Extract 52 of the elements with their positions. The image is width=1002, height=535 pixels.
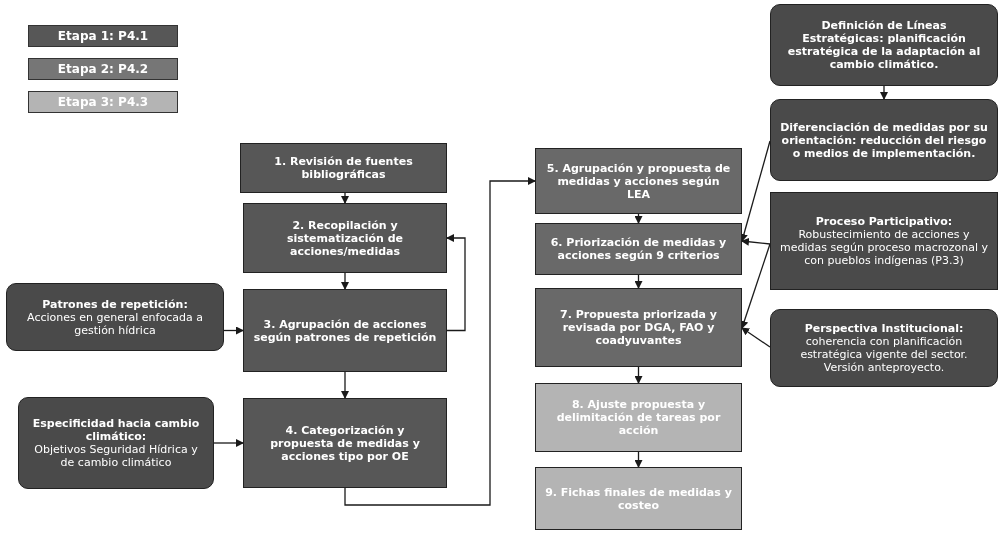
arrow <box>341 192 349 204</box>
box-text: 3. Agrupación de acciones según patrones de repetición <box>252 317 438 344</box>
process-box <box>243 289 447 372</box>
box-text: 9. Fichas finales de medidas y costeo <box>544 485 733 512</box>
legend-swatch: Etapa 3: P4.3 <box>28 91 178 113</box>
box-text: 1. Revisión de fuentes bibliográficas <box>273 155 414 181</box>
process-box <box>535 148 742 214</box>
box-heading: Perspectiva Institucional: <box>804 322 964 335</box>
box-text: 4. Categorización y propuesta de medidas y acciones tipo por OE <box>269 423 421 463</box>
process-box <box>243 203 447 273</box>
note-box <box>770 309 998 387</box>
process-box <box>535 288 742 367</box>
arrow <box>741 237 771 246</box>
box-text: Robustecimiento de acciones y medidas según proceso macrozonal y con pueblos indígenas (P3.3) <box>779 228 989 267</box>
box-text: 8. Ajuste propuesta y delimitación de tareas por acción <box>555 398 722 437</box>
box-text: Objetivos Seguridad Hídrica y de cambio climático <box>33 443 199 469</box>
box-text: Diferenciación de medidas por su orientación: reducción del riesgo o medios de implementación. <box>779 120 989 160</box>
box-text: 2. Recopilación y sistematización de acciones/medidas <box>285 218 405 258</box>
arrow <box>634 274 643 289</box>
arrow <box>740 140 771 242</box>
process-box <box>535 467 742 530</box>
arrow <box>634 213 643 224</box>
process-box <box>240 143 447 193</box>
legend-swatch: Etapa 1: P4.1 <box>28 25 178 47</box>
process-box <box>535 383 742 452</box>
box-text: coherencia con planificación estratégica vigente del sector. Versión anteproyecto. <box>799 335 969 374</box>
note-box <box>770 4 998 86</box>
box-text: Acciones en general enfocada a gestión hídrica <box>26 310 204 337</box>
box-heading: Proceso Participativo: <box>815 215 953 228</box>
arrow <box>880 85 888 100</box>
box-text: Definición de Líneas Estratégicas: planificación estratégica de la adaptación al cambio climático. <box>786 19 982 71</box>
box-text: 5. Agrupación y propuesta de medidas y acciones según LEA <box>545 161 732 201</box>
note-box <box>6 283 224 351</box>
note-box <box>18 397 214 489</box>
box-heading: Patrones de repetición: <box>42 297 188 311</box>
note-box <box>770 192 998 290</box>
arrow <box>341 371 349 399</box>
note-box <box>770 99 998 181</box>
box-text: 6. Priorización de medidas y acciones según 9 criterios <box>549 236 728 262</box>
legend-swatch: Etapa 2: P4.2 <box>28 58 178 80</box>
arrow <box>446 234 466 332</box>
arrow <box>740 243 771 329</box>
arrow <box>341 272 349 290</box>
arrow <box>741 327 771 348</box>
process-box <box>243 398 447 488</box>
arrow <box>634 451 643 468</box>
arrow <box>223 326 244 335</box>
box-text: 7. Propuesta priorizada y revisada por DGA, FAO y coadyuvantes <box>559 308 718 347</box>
process-box <box>535 223 742 275</box>
arrow <box>213 439 244 447</box>
box-heading: Especificidad hacia cambio climático: <box>31 417 201 443</box>
arrow <box>634 366 643 384</box>
